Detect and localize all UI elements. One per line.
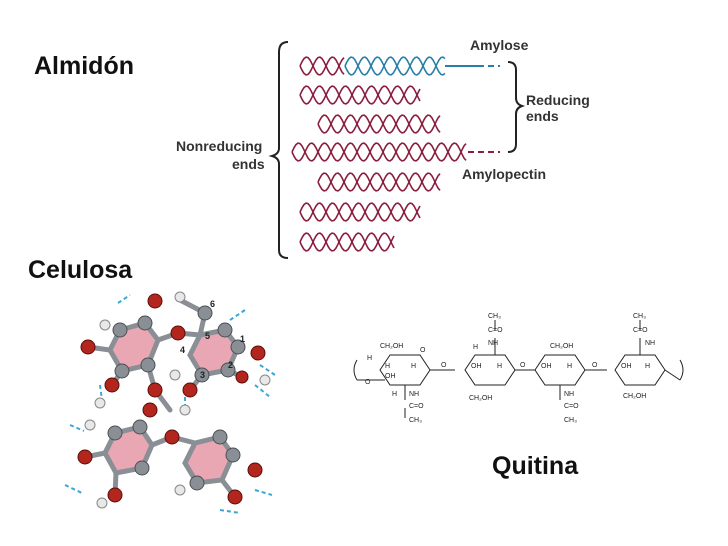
- chitin-o-4: O: [520, 362, 526, 369]
- carbon-atoms: [107, 305, 246, 491]
- nonreducing-bracket: [268, 41, 289, 259]
- carbon-number-4: 4: [180, 345, 185, 355]
- nonreducing-ends-label-line1: Nonreducing: [176, 138, 263, 154]
- chitin-co-4: C=O: [633, 327, 648, 334]
- chitin-nh-2: NH: [488, 340, 498, 347]
- chitin-title: Quitina: [492, 452, 579, 480]
- amylopectin-helix-row-4-strand-2: [291, 142, 467, 162]
- amylose-helix: [344, 56, 478, 76]
- chitin-h-5: H: [473, 344, 478, 351]
- chitin-h-2: H: [385, 363, 390, 370]
- carbon-number-6: 6: [210, 299, 215, 309]
- reducing-ends-label-line2: ends: [526, 108, 559, 124]
- chitin-o-1: O: [365, 379, 371, 386]
- chitin-co-3: C=O: [564, 403, 579, 410]
- chitin-ch3-2: CH₃: [488, 313, 501, 320]
- amylose-label: Amylose: [470, 37, 529, 53]
- amylopectin-helix-row-4-strand-1: [291, 142, 467, 162]
- reducing-bracket: [507, 61, 526, 153]
- amylopectin-helix-row-3-strand-1: [317, 114, 441, 134]
- chitin-o-3: O: [441, 362, 447, 369]
- chitin-nh-3: NH: [564, 391, 574, 398]
- amylopectin-label: Amylopectin: [462, 166, 547, 182]
- chitin-atom-labels: CH₂OH H O H OH H O H NH C=O CH₃ O CH₃ C=…: [365, 313, 655, 424]
- chitin-h-3: H: [411, 363, 416, 370]
- carbon-number-5: 5: [205, 331, 210, 341]
- chitin-oh-2: OH: [471, 363, 482, 370]
- carbon-numbers: 6 5 1 4 3 2: [180, 299, 245, 380]
- hydrogen-bond-dashes: [64, 294, 276, 514]
- amylopectin-helix-row-1-strand-1: [299, 56, 345, 76]
- amylopectin-helix-row-2-strand-2: [299, 85, 421, 105]
- chitin-co-2: C=O: [488, 327, 503, 334]
- starch-title: Almidón: [34, 52, 134, 80]
- amylopectin-helix-row-3-strand-2: [317, 114, 441, 134]
- cellulose-molecule-model: 6 5 1 4 3 2: [64, 291, 276, 514]
- starch-diagram: [268, 41, 526, 259]
- chitin-ch2oh-4: CH₂OH: [623, 393, 646, 400]
- chitin-backbone: [353, 320, 684, 418]
- chitin-nh-4: NH: [645, 340, 655, 347]
- amylopectin-helices: [291, 56, 467, 252]
- chitin-oh-4: OH: [621, 363, 632, 370]
- oxygen-atoms: [77, 293, 266, 505]
- hydrogen-atoms: [84, 291, 271, 509]
- chitin-ch3-4: CH₃: [633, 313, 646, 320]
- chitin-o-2: O: [420, 347, 426, 354]
- amylose-helix-strand-2: [344, 56, 446, 76]
- carbon-number-1: 1: [240, 334, 245, 344]
- chitin-ch2oh-3: CH₂OH: [550, 343, 573, 350]
- amylopectin-helix-row-7-strand-2: [299, 232, 395, 252]
- chitin-oh-3: OH: [541, 363, 552, 370]
- amylopectin-helix-row-5-strand-2: [317, 172, 441, 192]
- chitin-h-4: H: [392, 391, 397, 398]
- reducing-ends-label-line1: Reducing: [526, 92, 590, 108]
- chitin-o-5: O: [592, 362, 598, 369]
- chitin-ch2oh-2: CH₂OH: [469, 395, 492, 402]
- carbon-number-3: 3: [200, 370, 205, 380]
- amylopectin-helix-row-2-strand-1: [299, 85, 421, 105]
- amylopectin-helix-row-6-strand-1: [299, 202, 421, 222]
- chitin-co-1: C=O: [409, 403, 424, 410]
- amylopectin-helix-row-7-strand-1: [299, 232, 395, 252]
- carbon-number-2: 2: [228, 360, 233, 370]
- chitin-ch3-1: CH₃: [409, 417, 422, 424]
- chitin-h-8: H: [645, 363, 650, 370]
- chitin-nh-1: NH: [409, 391, 419, 398]
- chitin-h-1: H: [367, 355, 372, 362]
- cellulose-title: Celulosa: [28, 256, 133, 284]
- chitin-h-6: H: [497, 363, 502, 370]
- chitin-h-7: H: [567, 363, 572, 370]
- chitin-ch3-3: CH₃: [564, 417, 577, 424]
- amylopectin-helix-row-5-strand-1: [317, 172, 441, 192]
- amylose-helix-strand-1: [344, 56, 446, 76]
- chitin-oh-1: OH: [385, 373, 396, 380]
- nonreducing-ends-label-line2: ends: [232, 156, 265, 172]
- amylopectin-helix-row-1-strand-2: [299, 56, 345, 76]
- amylopectin-helix-row-6-strand-2: [299, 202, 421, 222]
- chitin-ch2oh-1: CH₂OH: [380, 343, 403, 350]
- chitin-structural-formula: CH₂OH H O H OH H O H NH C=O CH₃ O CH₃ C=…: [353, 313, 684, 424]
